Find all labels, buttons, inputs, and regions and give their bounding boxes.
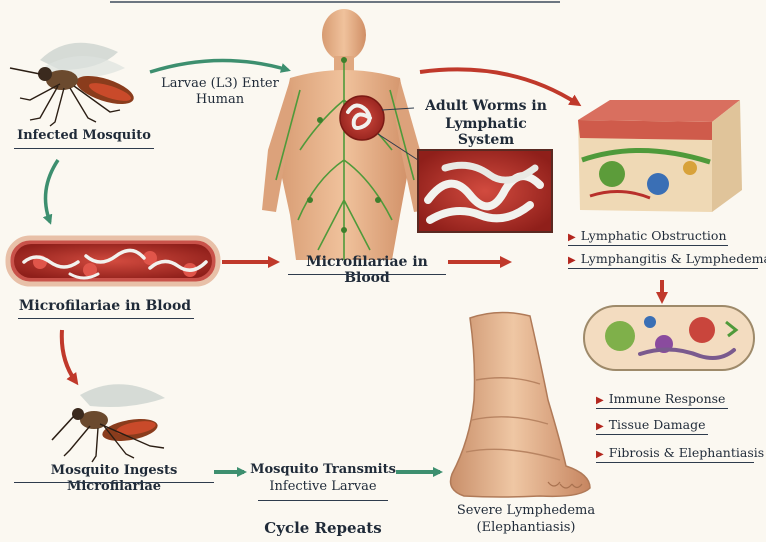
adult-worms-label-2: Lymphatic System xyxy=(416,116,556,148)
human-body-figure xyxy=(262,9,428,260)
mosquito-ingests-underline xyxy=(14,482,214,483)
effect-immune-response: ▶Immune Response xyxy=(596,391,725,408)
microfilariae-left-label: Microfilariae in Blood xyxy=(10,298,200,314)
arrow-to-human xyxy=(150,60,288,72)
effect-underline-3 xyxy=(596,408,728,409)
effect-underline-1 xyxy=(568,245,728,246)
cycle-repeats-label: Cycle Repeats xyxy=(250,520,396,536)
arrow-to-vessel xyxy=(46,160,59,222)
lymphatic-tissue-block xyxy=(578,100,742,212)
effect-lymphatic-obstruction: ▶Lymphatic Obstruction xyxy=(568,228,727,245)
effect-lymphangitis: ▶Lymphangitis & Lymphedema xyxy=(568,251,766,268)
effect-underline-4 xyxy=(596,434,708,435)
severe-lymphedema-label-1: Severe Lymphedema xyxy=(446,503,606,519)
feeding-mosquito-icon xyxy=(52,384,165,462)
effect-underline-2 xyxy=(568,268,758,269)
microfilariae-left-underline xyxy=(18,318,194,319)
swollen-leg-figure xyxy=(451,312,591,497)
infected-mosquito-underline xyxy=(14,148,154,149)
severe-lymphedema-label-2: (Elephantiasis) xyxy=(446,520,606,536)
effect-fibrosis: ▶Fibrosis & Elephantiasis xyxy=(596,445,764,462)
transmits-label-1: Mosquito Transmits xyxy=(250,462,396,478)
transmits-label-2: Infective Larvae xyxy=(250,479,396,495)
infected-mosquito-label: Infected Mosquito xyxy=(14,128,154,144)
effect-tissue-damage: ▶Tissue Damage xyxy=(596,417,705,434)
microfilariae-center-underline xyxy=(288,274,446,275)
mosquito-ingests-label: Mosquito Ingests Microfilariae xyxy=(8,463,220,495)
adult-worms-closeup xyxy=(418,150,552,232)
effect-underline-5 xyxy=(596,462,754,463)
adult-worms-label-1: Adult Worms in xyxy=(416,98,556,114)
transmits-underline xyxy=(258,500,388,501)
microfilariae-center-label: Microfilariae in Blood xyxy=(282,254,452,286)
infected-mosquito-icon xyxy=(10,43,137,126)
larvae-enter-label-1: Larvae (L3) Enter xyxy=(150,76,290,92)
immune-cell-capsule xyxy=(584,306,754,370)
blood-vessel-icon xyxy=(8,238,218,284)
arrow-to-mosquito xyxy=(62,330,76,382)
larvae-enter-label-2: Human xyxy=(150,92,290,108)
